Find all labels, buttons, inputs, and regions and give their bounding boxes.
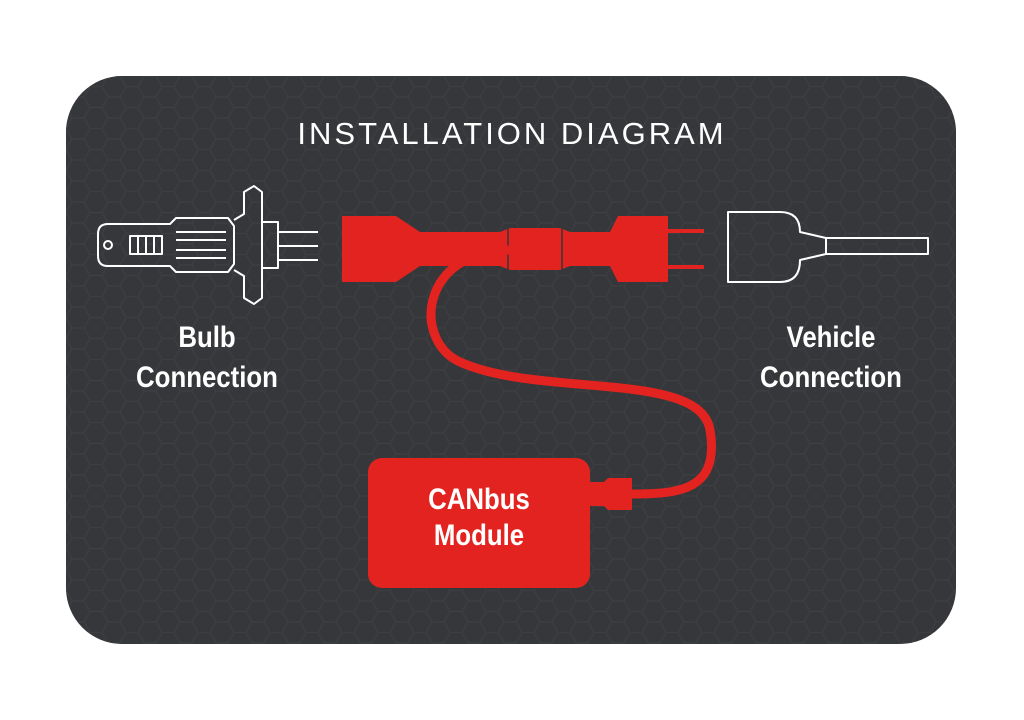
canbus-module-label: CANbus Module: [428, 483, 530, 552]
vehicle-connection-label: Vehicle Connection: [760, 321, 902, 394]
canbus-harness-icon: [342, 216, 716, 510]
canbus-module-icon: [368, 458, 590, 588]
h4-led-bulb-icon: [97, 185, 318, 305]
vehicle-socket-icon: [727, 211, 929, 283]
diagram-panel: [66, 76, 956, 644]
bulb-connection-label: Bulb Connection: [136, 321, 278, 394]
diagram-title: INSTALLATION DIAGRAM: [297, 116, 727, 151]
